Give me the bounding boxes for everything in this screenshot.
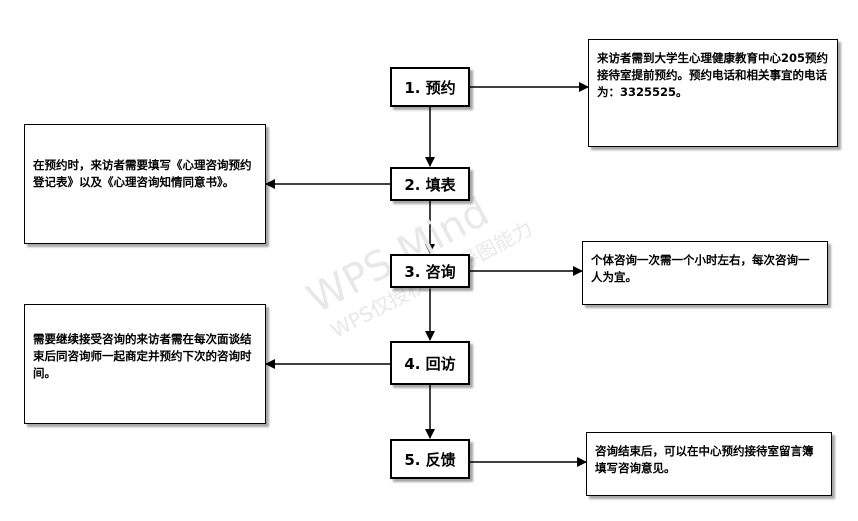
step-reservation[interactable]: 1. 预约 bbox=[390, 67, 470, 107]
note-consultation: 个体咨询一次需一个小时左右，每次咨询一人为宜。 bbox=[582, 241, 828, 305]
note-fill-form: 在预约时，来访者需要填写《心理咨询预约登记表》以及《心理咨询知情同意书》。 bbox=[24, 124, 266, 244]
step-fill-form[interactable]: 2. 填表 bbox=[390, 167, 470, 201]
note-follow-up: 需要继续接受咨询的来访者需在每次面谈结束后同咨询师一起商定并预约下次的咨询时间。 bbox=[24, 304, 266, 424]
step-consultation[interactable]: 3. 咨询 bbox=[390, 254, 470, 288]
note-reservation: 来访者需到大学生心理健康教育中心205预约接待室提前预约。预约电话和相关事宜的电… bbox=[588, 39, 838, 147]
step-feedback[interactable]: 5. 反馈 bbox=[390, 439, 470, 479]
step-follow-up[interactable]: 4. 回访 bbox=[390, 341, 470, 385]
note-feedback: 咨询结束后，可以在中心预约接待室留言簿填写咨询意见。 bbox=[586, 432, 832, 496]
